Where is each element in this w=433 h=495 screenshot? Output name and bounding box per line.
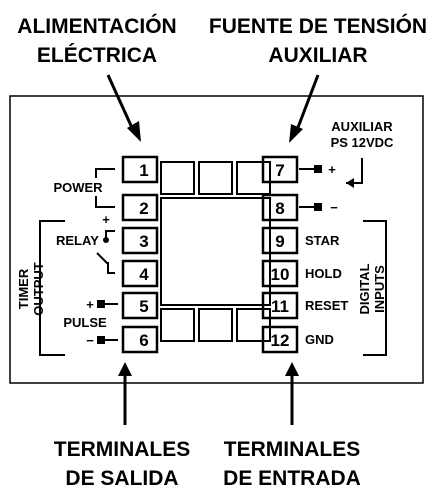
terminal-4-number: 4 [139, 265, 149, 284]
terminal-7-number: 7 [275, 161, 284, 180]
aux-ps-label-line1: AUXILIAR [331, 119, 393, 134]
timer-label: TIMER [16, 268, 31, 309]
device-frame [9, 95, 424, 384]
terminal-5-number: 5 [139, 297, 148, 316]
right-terminal-block: 7 8 9 10 11 12 [261, 155, 299, 354]
display-segment [198, 308, 233, 342]
aux-plus-connector [314, 165, 322, 173]
terminal-7 [261, 155, 299, 184]
terminal-9-number: 9 [275, 232, 284, 251]
terminal-11-number: 11 [271, 297, 289, 316]
pulse-minus-sign: − [86, 333, 94, 348]
hold-label: HOLD [305, 266, 342, 281]
power-wire-bottom [95, 196, 115, 208]
terminal-3-number: 3 [139, 232, 148, 251]
power-label: POWER [53, 180, 103, 195]
relay-wire-3 [105, 230, 115, 240]
digital-inputs-bracket [363, 220, 387, 356]
terminal-1 [121, 155, 159, 184]
terminal-9 [261, 226, 299, 255]
aux-source-label-line2: AUXILIAR [268, 44, 367, 67]
display-segment [236, 308, 271, 342]
terminal-2-number: 2 [139, 199, 148, 218]
inputs-label-line2: DE ENTRADA [223, 467, 361, 490]
display-segment [198, 161, 233, 195]
aux-plus-sign: + [328, 162, 336, 177]
inputs-label-line1: TERMINALES [224, 438, 361, 461]
pulse-plus-connector [97, 300, 105, 308]
power-arrowhead [127, 121, 141, 142]
pulse-minus-connector [97, 336, 105, 344]
terminal-3 [121, 226, 159, 255]
digital-label: DIGITAL [357, 263, 372, 314]
terminal-11 [261, 291, 299, 320]
terminal-6 [121, 325, 159, 354]
aux-return-arrowhead [346, 178, 354, 188]
power-arrow [106, 74, 135, 131]
outputs-label-line2: DE SALIDA [65, 467, 178, 490]
reset-label: RESET [305, 298, 348, 313]
aux-source-label-line1: FUENTE DE TENSIÓN [209, 14, 427, 38]
output-label: OUTPUT [31, 262, 46, 316]
terminal-12 [261, 325, 299, 354]
timer-output-bracket [39, 220, 65, 356]
display-segment [236, 161, 271, 195]
terminal-12-number: 12 [271, 331, 290, 350]
star-label: STAR [305, 233, 340, 248]
power-wire-top [95, 168, 115, 178]
terminal-4 [121, 259, 159, 288]
aux-ps-label-line2: PS 12VDC [331, 135, 394, 150]
power-supply-label-line1: ALIMENTACIÓN [17, 14, 176, 38]
aux-minus-connector [314, 203, 322, 211]
terminal-8 [261, 193, 299, 222]
outputs-arrowhead [118, 362, 132, 376]
terminal-6-number: 6 [139, 331, 148, 350]
display-window [160, 197, 271, 306]
terminal-1-number: 1 [139, 161, 148, 180]
pulse-plus-sign: + [86, 297, 94, 312]
power-supply-label-line2: ELÉCTRICA [37, 44, 157, 67]
left-terminal-block: 1 2 3 4 5 6 [121, 155, 159, 354]
terminal-8-number: 8 [275, 199, 284, 218]
terminal-2 [121, 193, 159, 222]
aux-arrow [295, 74, 320, 131]
display-segment [160, 161, 195, 195]
power-plus-sign: + [102, 212, 110, 227]
inputs-label: INPUTS [372, 265, 387, 313]
terminal-10-number: 10 [271, 265, 290, 284]
gnd-label: GND [305, 332, 334, 347]
inputs-arrowhead [285, 362, 299, 376]
terminal-10 [261, 259, 299, 288]
display-segment [160, 308, 195, 342]
aux-arrowhead [289, 124, 303, 143]
pulse-label: PULSE [63, 315, 107, 330]
outputs-label-line1: TERMINALES [54, 438, 191, 461]
relay-wire-4 [107, 262, 115, 274]
relay-switch-arm [96, 252, 109, 265]
aux-minus-sign: − [330, 200, 338, 215]
relay-label: RELAY [56, 233, 99, 248]
terminal-5 [121, 291, 159, 320]
